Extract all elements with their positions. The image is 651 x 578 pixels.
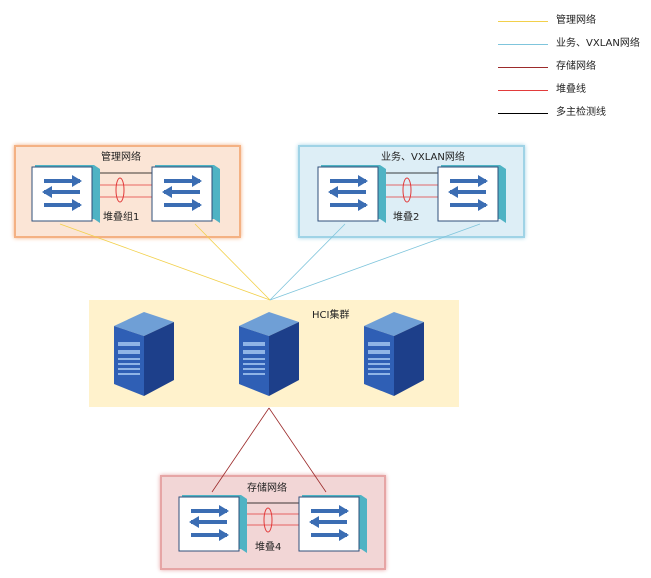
mgmt-uplink-left bbox=[59, 223, 271, 301]
mgmt-stack-ellipse bbox=[115, 177, 125, 203]
storage-switch-left-icon bbox=[177, 491, 249, 555]
legend-line-storage bbox=[498, 67, 548, 68]
stack-4-label: 堆叠4 bbox=[255, 542, 282, 553]
management-network-label: 管理网络 bbox=[101, 152, 141, 163]
business-network-label: 业务、VXLAN网络 bbox=[381, 152, 465, 163]
legend-multi-active: 多主检测线 bbox=[498, 106, 648, 120]
biz-switch-left-icon bbox=[316, 161, 388, 225]
legend-label-storage: 存储网络 bbox=[556, 61, 596, 72]
mgmt-uplink-right bbox=[194, 223, 271, 301]
biz-stack-ellipse bbox=[402, 177, 412, 203]
legend-label-management: 管理网络 bbox=[556, 15, 596, 26]
server-2-icon bbox=[233, 308, 303, 398]
legend-label-stack: 堆叠线 bbox=[556, 84, 586, 95]
storage-stack-ellipse bbox=[263, 507, 273, 533]
legend-business: 业务、VXLAN网络 bbox=[498, 37, 648, 51]
stack-2-label: 堆叠2 bbox=[393, 212, 420, 223]
storage-switch-right-icon bbox=[297, 491, 369, 555]
legend-stack: 堆叠线 bbox=[498, 83, 648, 97]
legend-label-business: 业务、VXLAN网络 bbox=[556, 38, 640, 49]
stack-group-1-label: 堆叠组1 bbox=[103, 212, 140, 223]
legend-line-stack bbox=[498, 90, 548, 91]
server-1-icon bbox=[108, 308, 178, 398]
storage-uplink-left bbox=[211, 407, 270, 493]
biz-switch-right-icon bbox=[436, 161, 508, 225]
hci-cluster-label: HCI集群 bbox=[312, 310, 350, 321]
legend-storage: 存储网络 bbox=[498, 60, 648, 74]
legend-line-multi-active bbox=[498, 113, 548, 114]
legend-label-multi-active: 多主检测线 bbox=[556, 107, 606, 118]
biz-uplink-left bbox=[269, 223, 346, 301]
legend-management: 管理网络 bbox=[498, 14, 648, 28]
storage-network-label: 存储网络 bbox=[247, 483, 287, 494]
storage-uplink-right bbox=[268, 407, 327, 493]
legend-line-management bbox=[498, 21, 548, 22]
biz-uplink-right bbox=[269, 223, 481, 301]
legend-line-business bbox=[498, 44, 548, 45]
mgmt-switch-left-icon bbox=[30, 161, 102, 225]
server-3-icon bbox=[358, 308, 428, 398]
mgmt-switch-right-icon bbox=[150, 161, 222, 225]
